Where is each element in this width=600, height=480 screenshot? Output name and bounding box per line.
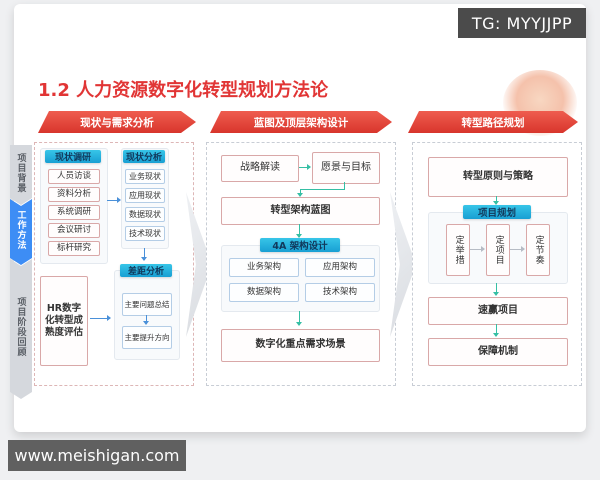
blueprint-box: 转型架构蓝图 bbox=[221, 197, 380, 225]
scenarios-box: 数字化重点需求场景 bbox=[221, 329, 380, 362]
arch-item: 数据架构 bbox=[229, 283, 299, 302]
arrow-plan-to-quickwin bbox=[493, 283, 499, 296]
connector-elbow-h bbox=[300, 189, 345, 190]
tg-badge: TG: MYYJJPP bbox=[458, 8, 586, 38]
arrow-arch-to-scenarios bbox=[296, 311, 302, 326]
analysis-item: 数据现状 bbox=[125, 207, 165, 222]
arrow-analysis-to-gap bbox=[141, 248, 147, 261]
watermark: www.meishigan.com bbox=[8, 440, 186, 471]
analysis-item: 技术现状 bbox=[125, 226, 165, 241]
research-item: 人员访谈 bbox=[48, 169, 100, 184]
analysis-header: 现状分析 bbox=[123, 150, 165, 163]
side-tab-project-phase-review: 项目阶段回顾 bbox=[10, 259, 32, 399]
research-item: 标杆研究 bbox=[48, 241, 100, 256]
phase-banner-3: 转型路径规划 bbox=[408, 111, 578, 133]
arrow-into-blueprint bbox=[297, 189, 303, 197]
plan-step: 定项目 bbox=[486, 224, 510, 276]
arrow-strategy-to-vision bbox=[299, 164, 311, 170]
quickwin-box: 速赢项目 bbox=[428, 297, 568, 325]
research-item: 资料分析 bbox=[48, 187, 100, 202]
research-header: 现状调研 bbox=[45, 150, 101, 163]
arrow-research-to-analysis bbox=[107, 197, 121, 203]
gap-item: 主要问题总结 bbox=[122, 293, 172, 316]
strategy-box: 战略解读 bbox=[221, 155, 299, 182]
analysis-item: 应用现状 bbox=[125, 188, 165, 203]
arrow-principles-to-plan bbox=[493, 196, 499, 205]
phase-banner-1: 现状与需求分析 bbox=[38, 111, 196, 133]
gap-header: 差距分析 bbox=[120, 264, 172, 277]
arch-item: 业务架构 bbox=[229, 258, 299, 277]
arrow-gap-items bbox=[143, 315, 149, 325]
arch-item: 应用架构 bbox=[305, 258, 375, 277]
principles-box: 转型原则与策略 bbox=[428, 157, 568, 197]
plan-header: 项目规划 bbox=[463, 205, 531, 219]
phase-banner-2: 蓝图及顶层架构设计 bbox=[210, 111, 392, 133]
connector-elbow-v bbox=[344, 182, 345, 189]
arrow-maturity-to-gap bbox=[90, 315, 111, 321]
maturity-assessment-box: HR数字化转型成熟度评估 bbox=[40, 276, 88, 366]
arch-item: 技术架构 bbox=[305, 283, 375, 302]
arch-header: 4A 架构设计 bbox=[260, 238, 340, 252]
research-item: 系统调研 bbox=[48, 205, 100, 220]
page-title: 1.2 人力资源数字化转型规划方法论 bbox=[38, 80, 329, 101]
arrow-quickwin-to-mechanism bbox=[493, 324, 499, 337]
arrow-plan-step-2 bbox=[510, 246, 525, 252]
gap-item: 主要提升方向 bbox=[122, 326, 172, 349]
plan-step: 定举措 bbox=[446, 224, 470, 276]
research-item: 会议研讨 bbox=[48, 223, 100, 238]
plan-step: 定节奏 bbox=[526, 224, 550, 276]
vision-box: 愿景与目标 bbox=[312, 152, 380, 184]
arrow-plan-step-1 bbox=[470, 246, 485, 252]
arrow-blueprint-to-arch bbox=[296, 224, 302, 238]
side-tab-work-method: 工作方法 bbox=[10, 199, 32, 265]
analysis-item: 业务现状 bbox=[125, 169, 165, 184]
mechanism-box: 保障机制 bbox=[428, 338, 568, 366]
side-tab-project-background: 项目背景 bbox=[10, 145, 32, 205]
